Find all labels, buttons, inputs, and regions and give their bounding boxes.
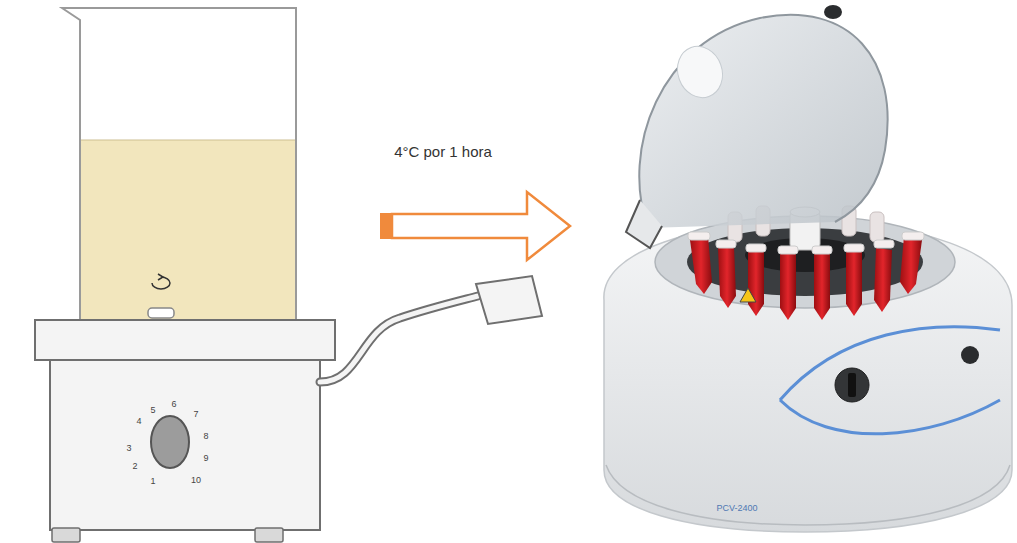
dial-number: 1 (150, 477, 155, 486)
foot (255, 528, 283, 542)
microcentrifuge (604, 5, 1012, 532)
stirrer-body (50, 360, 320, 530)
condition-label: 4°C por 1 hora (394, 144, 492, 159)
dial-number: 3 (126, 444, 131, 453)
dial-number: 4 (136, 417, 141, 426)
beaker (62, 8, 296, 320)
dial-number: 8 (203, 432, 208, 441)
dial-number: 6 (171, 400, 176, 409)
dial-number: 2 (132, 462, 137, 471)
stir-bar (148, 308, 174, 318)
power-switch (835, 368, 869, 402)
hinge (626, 200, 662, 248)
process-arrow (380, 192, 570, 260)
warning-sign (740, 288, 756, 302)
liquid (81, 140, 295, 319)
lid-knob (824, 5, 842, 19)
lid-window (670, 40, 729, 104)
lid (639, 15, 887, 228)
plug (476, 276, 542, 324)
dial-number: 5 (150, 406, 155, 415)
dial-number: 10 (191, 476, 201, 485)
dial-number: 7 (193, 410, 198, 419)
button (961, 346, 979, 364)
magnetic-stirrer (35, 8, 542, 542)
model-name: PCV-2400 (716, 504, 757, 513)
dial-number: 9 (203, 454, 208, 463)
panel-line (780, 327, 1000, 400)
speed-dial (151, 416, 189, 468)
foot (52, 528, 80, 542)
stirrer-plate (35, 320, 335, 360)
power-cable (320, 296, 478, 382)
